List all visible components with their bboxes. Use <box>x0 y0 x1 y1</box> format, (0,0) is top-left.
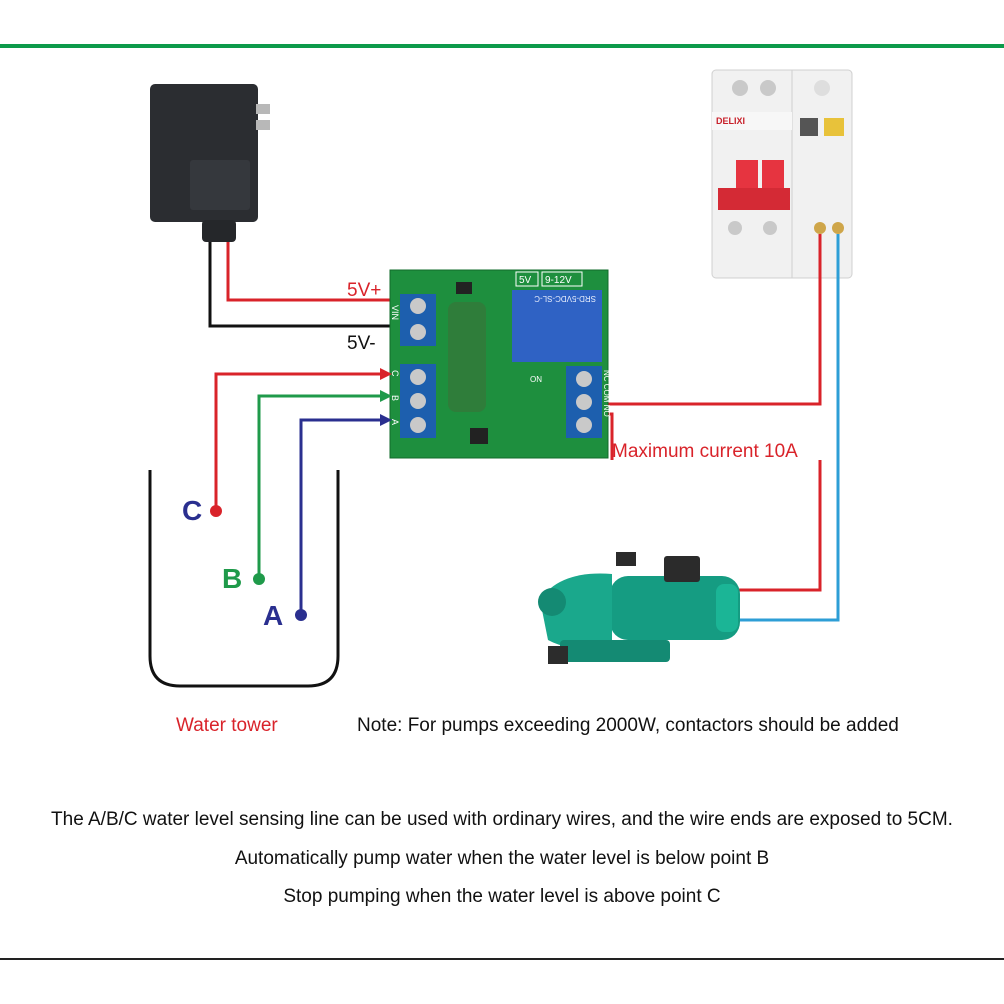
board-out: NC COM NO <box>602 370 611 417</box>
label-max-current: Maximum current 10A <box>612 441 798 462</box>
label-note: Note: For pumps exceeding 2000W, contact… <box>357 715 899 736</box>
wire-5v-minus <box>208 242 390 328</box>
board-abc: C B A <box>390 370 400 433</box>
label-point-a: A <box>263 600 283 631</box>
circuit-breaker: DELIXI <box>711 69 853 279</box>
jumper-5v: 5V <box>519 275 532 286</box>
relay-board: VIN C B A NC COM NO 5V 9-12V SRD-5VDC-SL… <box>389 269 611 459</box>
arrow-c <box>380 368 392 380</box>
instruction-line-3: Stop pumping when the water level is abo… <box>283 886 721 907</box>
wire-board-red <box>608 412 614 460</box>
wire-breaker-red <box>608 234 822 406</box>
wire-breaker-blue <box>734 234 840 622</box>
probe-c <box>210 505 222 517</box>
probe-a <box>295 609 307 621</box>
wire-c <box>214 372 382 510</box>
instruction-line-1: The A/B/C water level sensing line can b… <box>51 809 953 830</box>
probe-b <box>253 573 265 585</box>
power-adapter <box>150 84 270 242</box>
wire-5v-plus <box>226 242 390 302</box>
wire-b <box>257 394 382 578</box>
arrow-b <box>380 390 392 402</box>
label-water-tower: Water tower <box>176 715 278 736</box>
arrow-a <box>380 414 392 426</box>
top-rule <box>0 44 1004 48</box>
label-point-b: B <box>222 563 242 594</box>
label-point-c: C <box>182 495 202 526</box>
instruction-line-2: Automatically pump water when the water … <box>234 848 770 869</box>
label-5v-plus: 5V+ <box>347 280 381 301</box>
jumper-12v: 9-12V <box>545 275 572 286</box>
water-pump <box>538 552 740 664</box>
breaker-brand: DELIXI <box>716 116 745 126</box>
water-tower-vessel <box>148 470 340 688</box>
board-on: ON <box>530 375 542 384</box>
label-5v-minus: 5V- <box>347 333 376 354</box>
wire-pump-red <box>734 460 822 592</box>
bottom-rule <box>0 958 1004 960</box>
relay-text: SRD-5VDC-SL-C <box>534 294 596 303</box>
board-vin: VIN <box>390 305 400 320</box>
wire-a <box>299 418 382 614</box>
